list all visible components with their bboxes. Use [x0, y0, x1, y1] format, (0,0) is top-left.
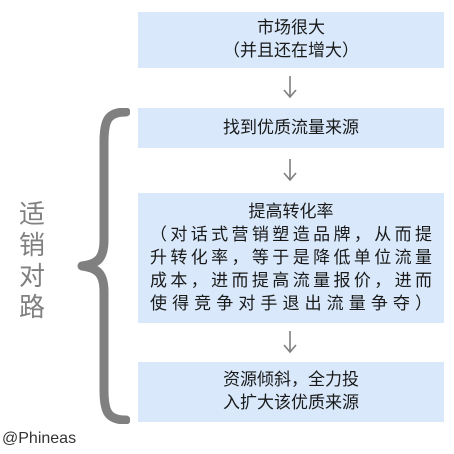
watermark: @Phineas — [2, 430, 77, 447]
curly-brace-icon — [77, 108, 130, 424]
down-arrow-icon — [283, 76, 297, 99]
box-text: （并且还在增大） — [223, 41, 359, 61]
box-text: 成本，进而提高流量报价，进而 — [150, 270, 432, 291]
side-label-char: 销 — [18, 231, 45, 261]
box-market-large: 市场很大 （并且还在增大） — [138, 12, 444, 68]
box-text: （对话式营销塑造品牌，从而提 — [150, 224, 432, 245]
box-text: 使得竞争对手退出流量争夺） — [150, 293, 432, 314]
side-label-shixiao-duilu: 适 销 对 路 — [14, 200, 50, 324]
box-text: 升转化率，等于是降低单位流量 — [150, 247, 432, 268]
box-title: 提高转化率 — [248, 201, 334, 222]
box-resource-tilt: 资源倾斜，全力投 入扩大该优质来源 — [138, 362, 444, 422]
down-arrow-icon — [283, 159, 297, 182]
down-arrow-icon — [283, 331, 297, 354]
side-label-char: 路 — [18, 293, 45, 323]
box-improve-conversion: 提高转化率 （对话式营销塑造品牌，从而提 升转化率，等于是降低单位流量 成本，进… — [138, 193, 444, 323]
side-label-char: 适 — [18, 200, 45, 230]
box-text: 入扩大该优质来源 — [223, 393, 359, 413]
box-text: 资源倾斜，全力投 — [223, 370, 359, 390]
box-text: 市场很大 — [257, 18, 325, 38]
box-text: 找到优质流量来源 — [223, 117, 359, 138]
side-label-char: 对 — [18, 262, 45, 292]
box-find-quality-traffic: 找到优质流量来源 — [138, 108, 444, 148]
